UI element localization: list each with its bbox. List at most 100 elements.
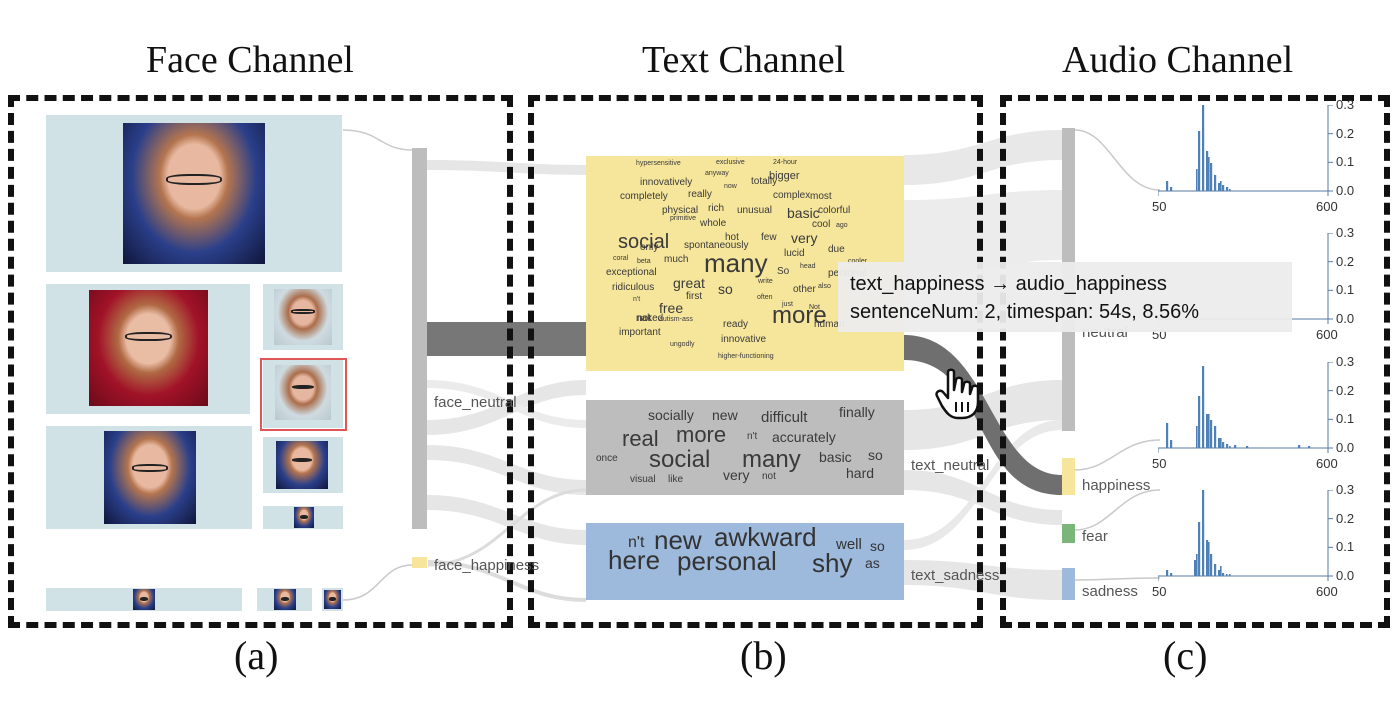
histogram-bin — [1170, 573, 1173, 576]
wordcloud-word: just — [782, 301, 793, 308]
wordcloud-word: exclusive — [716, 159, 745, 166]
face-happiness-bar[interactable] — [412, 557, 427, 568]
wordcloud-word: much — [664, 254, 689, 265]
wordcloud-word: write — [758, 278, 773, 285]
wordcloud-word: higher-functioning — [718, 353, 774, 360]
histogram-bin — [1170, 440, 1173, 448]
wordcloud-word: really — [688, 189, 712, 200]
face-thumbnail[interactable] — [257, 588, 312, 611]
audio-happiness-bar[interactable] — [1062, 458, 1075, 495]
wordcloud-word: well — [836, 536, 862, 553]
wordcloud-word: innovative — [721, 334, 767, 345]
face-thumbnail[interactable] — [322, 588, 343, 611]
face-neutral-bar[interactable] — [412, 148, 427, 529]
histogram-bin — [1208, 414, 1210, 448]
histogram-bin — [1206, 151, 1209, 191]
wordcloud-word: finally — [839, 404, 875, 420]
wordcloud-word: So — [777, 266, 790, 277]
histogram-bin — [1226, 574, 1228, 576]
wordcloud-word: Not — [809, 304, 820, 311]
histogram-y-tick: 0.0 — [1336, 440, 1355, 455]
wordcloud-word: more — [676, 422, 727, 447]
wordcloud-word: spontaneously — [684, 240, 749, 251]
face-neutral-label: face_neutral — [434, 394, 517, 411]
histogram-bin — [1298, 445, 1301, 448]
wordcloud-word: not — [762, 471, 776, 482]
wordcloud-word: lucid — [784, 248, 805, 259]
audio-sadness-label: sadness — [1082, 583, 1138, 600]
text-sadness-label: text_sadness — [911, 567, 1000, 584]
histogram-y-tick: 0.1 — [1336, 411, 1355, 427]
histogram-bin — [1234, 445, 1237, 448]
histogram-bin — [1208, 157, 1210, 191]
wordcloud-word: social — [618, 231, 670, 253]
face-thumbnail-large[interactable] — [46, 115, 342, 272]
face-thumbnail[interactable] — [46, 284, 250, 414]
wordcloud-word: other — [793, 284, 816, 295]
wordcloud-word: n't — [628, 534, 645, 551]
histogram-bin — [1196, 169, 1198, 191]
wordcloud-word: social — [649, 446, 711, 473]
face-thumbnail[interactable] — [46, 588, 242, 611]
audio-histogram — [1158, 105, 1333, 196]
histogram-bin — [1202, 490, 1205, 576]
histogram-bin — [1226, 187, 1229, 191]
histogram-bin — [1198, 131, 1201, 191]
histogram-bin — [1166, 423, 1169, 448]
face-thumbnail[interactable] — [263, 284, 343, 350]
histogram-bin — [1198, 522, 1201, 576]
audio-histogram — [1158, 490, 1333, 581]
face-thumbnail[interactable] — [263, 437, 343, 493]
histogram-bin — [1220, 181, 1222, 191]
wordcloud-word: very — [791, 230, 818, 246]
histogram-bin — [1246, 446, 1249, 448]
histogram-bin — [1194, 560, 1197, 576]
histogram-y-tick: 0.0 — [1336, 311, 1355, 326]
wordcloud-word: very — [723, 467, 750, 483]
wordcloud-word: many — [742, 446, 801, 473]
face-thumbnail[interactable] — [263, 506, 343, 529]
histogram-bin — [1206, 414, 1209, 448]
wordcloud-word: anyway — [705, 170, 729, 177]
wordcloud-word: 24-hour — [773, 159, 798, 166]
wordcloud-word: so — [870, 538, 885, 554]
wordcloud-word: whole — [700, 218, 727, 229]
caption-a: (a) — [234, 633, 279, 678]
wordcloud-word: cooler — [848, 258, 867, 265]
face-thumbnail[interactable] — [46, 426, 252, 529]
wordcloud-word: unusual — [737, 205, 773, 216]
histogram-x-tick: 50 — [1152, 456, 1167, 471]
text-channel-panel — [528, 95, 983, 628]
selected-thumbnail-outline — [260, 358, 347, 431]
wordcloud-word: also — [818, 283, 831, 290]
audio-happiness-label: happiness — [1082, 477, 1151, 494]
face-thumbnail-selected[interactable] — [263, 360, 343, 428]
histogram-y-tick: 0.1 — [1336, 539, 1355, 555]
histogram-y-tick: 0.3 — [1336, 225, 1355, 240]
histogram-bin — [1222, 442, 1225, 448]
wordcloud-word: socially — [648, 407, 694, 423]
histogram-bin — [1229, 189, 1231, 191]
histogram-bin — [1198, 396, 1201, 448]
audio-sadness-bar[interactable] — [1062, 568, 1075, 600]
histogram-y-tick: 0.2 — [1336, 253, 1355, 269]
histogram-y-tick: 0.0 — [1336, 568, 1355, 583]
audio-fear-bar[interactable] — [1062, 524, 1075, 543]
histogram-bin — [1166, 181, 1169, 191]
wordcloud-word: many — [704, 248, 768, 278]
histogram-bin — [1170, 187, 1173, 191]
wordcloud-word: here — [608, 545, 661, 575]
histogram-bin — [1222, 185, 1225, 191]
histogram-x-tick: 600 — [1316, 456, 1338, 471]
wordcloud-word: so — [868, 447, 883, 463]
histogram-x-tick: 600 — [1316, 327, 1338, 342]
face-image — [276, 441, 328, 489]
face-channel-panel — [8, 95, 513, 628]
histogram-y-tick: 0.2 — [1336, 125, 1355, 141]
wordcloud-word: difficult — [761, 409, 808, 426]
histogram-bin — [1208, 542, 1210, 576]
histogram-y-tick: 0.0 — [1336, 183, 1355, 198]
